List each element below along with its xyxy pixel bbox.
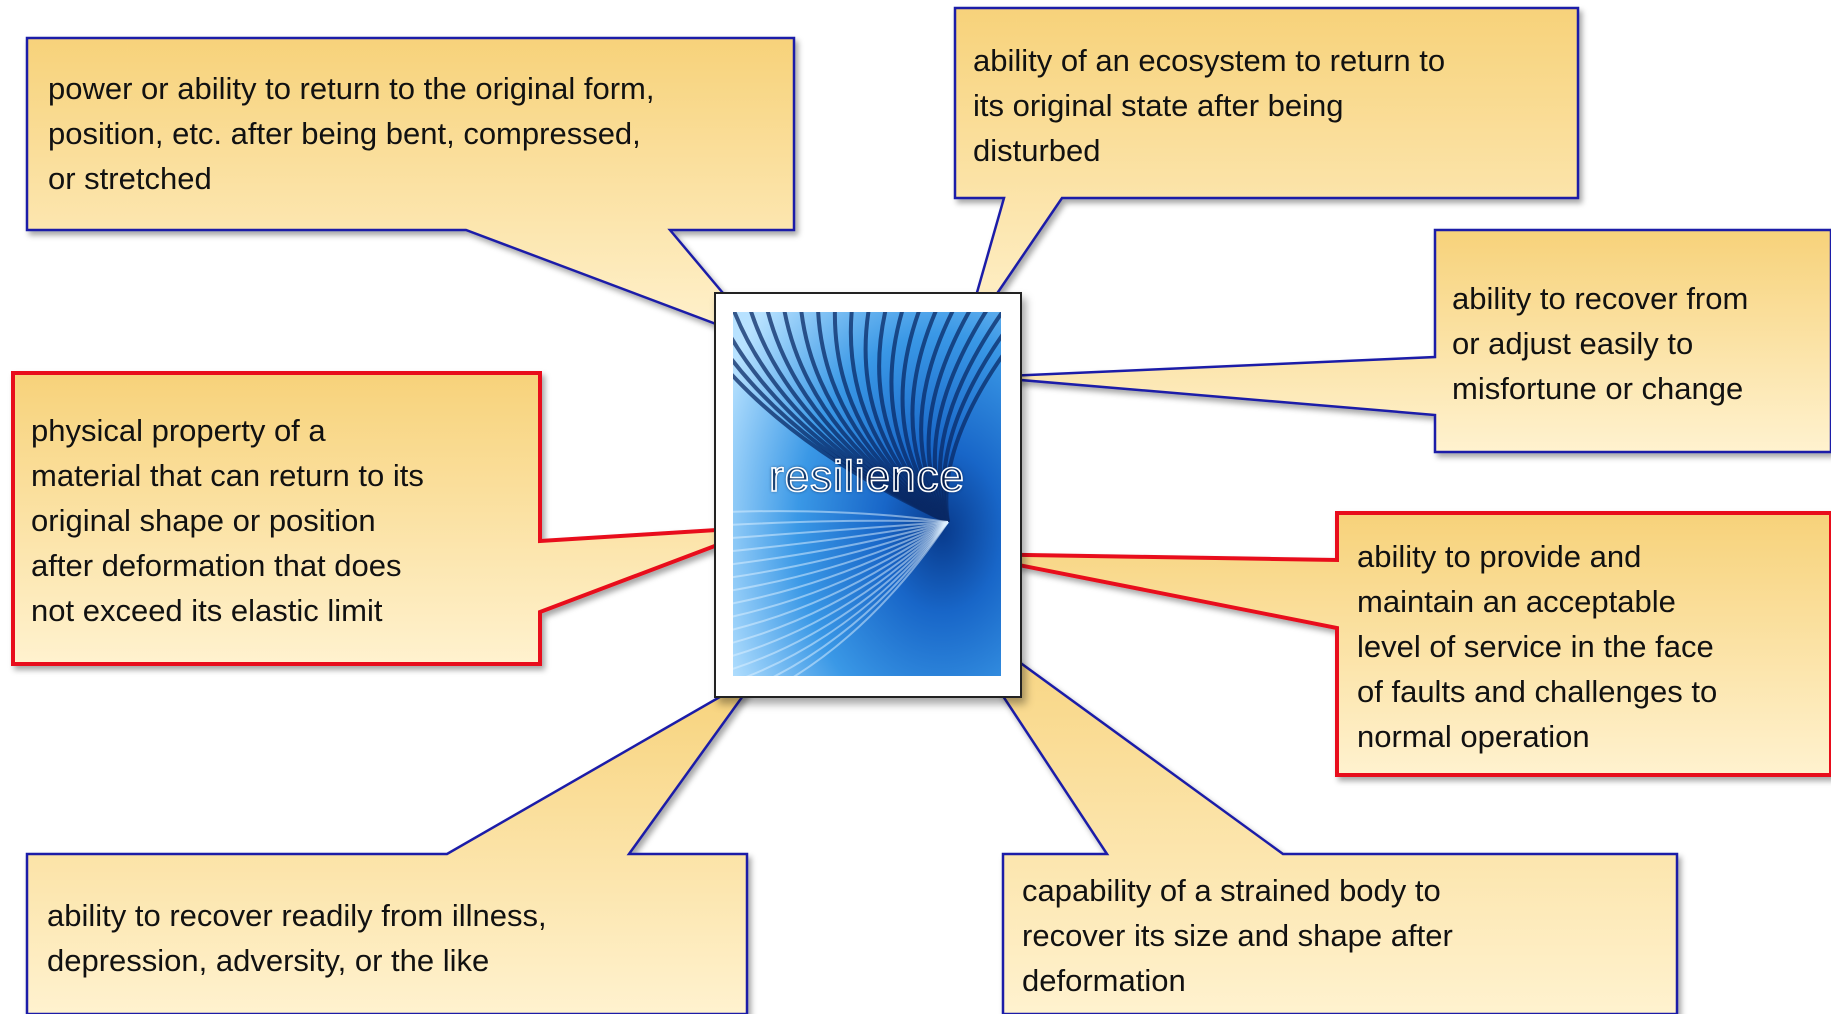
text-line: its original state after being <box>973 88 1344 123</box>
text-line: disturbed <box>973 133 1101 168</box>
tunnel-stripe <box>733 519 949 526</box>
tunnel-stripe <box>941 333 1001 523</box>
callout-top-left-text: power or ability to return to the origin… <box>48 66 788 201</box>
callout-bottom-right-text: capability of a strained body to recover… <box>1022 868 1667 1003</box>
text-line: not exceed its elastic limit <box>31 593 383 628</box>
text-line: ability to provide and <box>1357 539 1642 574</box>
callout-right-upper-text: ability to recover from or adjust easily… <box>1452 276 1827 411</box>
callout-bottom-left-text: ability to recover readily from illness,… <box>47 893 737 983</box>
callout-bottom-right-shape <box>943 606 1679 1014</box>
text-line: or stretched <box>48 161 212 196</box>
callout-right-upper-shape <box>984 228 1831 454</box>
text-line: maintain an acceptable <box>1357 584 1676 619</box>
tunnel-stripe <box>733 510 949 523</box>
text-line: misfortune or change <box>1452 371 1744 406</box>
text-line: power or ability to return to the origin… <box>48 71 655 106</box>
tunnel-stripe <box>733 521 949 644</box>
tunnel-stripe <box>910 312 950 524</box>
tunnel-stripe <box>932 312 989 523</box>
tunnel-stripe <box>773 521 949 676</box>
text-line: ability to recover readily from illness, <box>47 898 547 933</box>
tunnel-stripe <box>937 312 1001 523</box>
tunnel-stripe <box>733 521 949 657</box>
tunnel-stripe <box>733 521 949 631</box>
text-line: deformation <box>1022 963 1186 998</box>
tunnel-stripe <box>733 521 949 670</box>
center-word: resilience <box>768 451 965 502</box>
tunnel-stripe <box>745 521 949 676</box>
text-line: of faults and challenges to <box>1357 674 1718 709</box>
callout-top-left-shape <box>25 36 796 345</box>
callout-left-middle-shape <box>11 371 766 666</box>
callout-bottom-left-shape <box>25 673 760 1014</box>
tunnel-stripe <box>733 521 949 579</box>
callout-right-lower-text: ability to provide and maintain an accep… <box>1357 534 1827 759</box>
text-line: depression, adversity, or the like <box>47 943 490 978</box>
text-line: or adjust easily to <box>1452 326 1694 361</box>
callout-top-right-shape <box>953 6 1580 346</box>
text-line: after deformation that does <box>31 548 402 583</box>
text-line: capability of a strained body to <box>1022 873 1441 908</box>
text-line: material that can return to its <box>31 458 424 493</box>
text-line: ability of an ecosystem to return to <box>973 43 1446 78</box>
tunnel-stripe <box>733 521 949 592</box>
text-line: recover its size and shape after <box>1022 918 1453 953</box>
text-line: position, etc. after being bent, compres… <box>48 116 641 151</box>
tunnel-stripe <box>926 312 972 523</box>
tunnel-stripe <box>733 521 949 618</box>
callout-left-middle-text: physical property of a material that can… <box>31 408 536 633</box>
callout-top-right-text: ability of an ecosystem to return to its… <box>973 38 1573 173</box>
tunnel-stripe <box>733 521 949 539</box>
tunnel-graphic <box>733 312 1001 676</box>
text-line: physical property of a <box>31 413 326 448</box>
tunnel-stripe <box>793 521 949 676</box>
tunnel-stripe <box>919 312 955 524</box>
tunnel-stripe <box>733 521 949 566</box>
callout-right-lower-shape <box>962 511 1831 777</box>
text-line: ability to recover from <box>1452 281 1749 316</box>
resilience-tunnel-image <box>733 312 1001 676</box>
tunnel-stripe <box>733 521 949 552</box>
text-line: level of service in the face <box>1357 629 1714 664</box>
tunnel-stripe <box>733 521 949 605</box>
text-line: normal operation <box>1357 719 1590 754</box>
text-line: original shape or position <box>31 503 376 538</box>
tunnel-stripe <box>944 354 1001 523</box>
